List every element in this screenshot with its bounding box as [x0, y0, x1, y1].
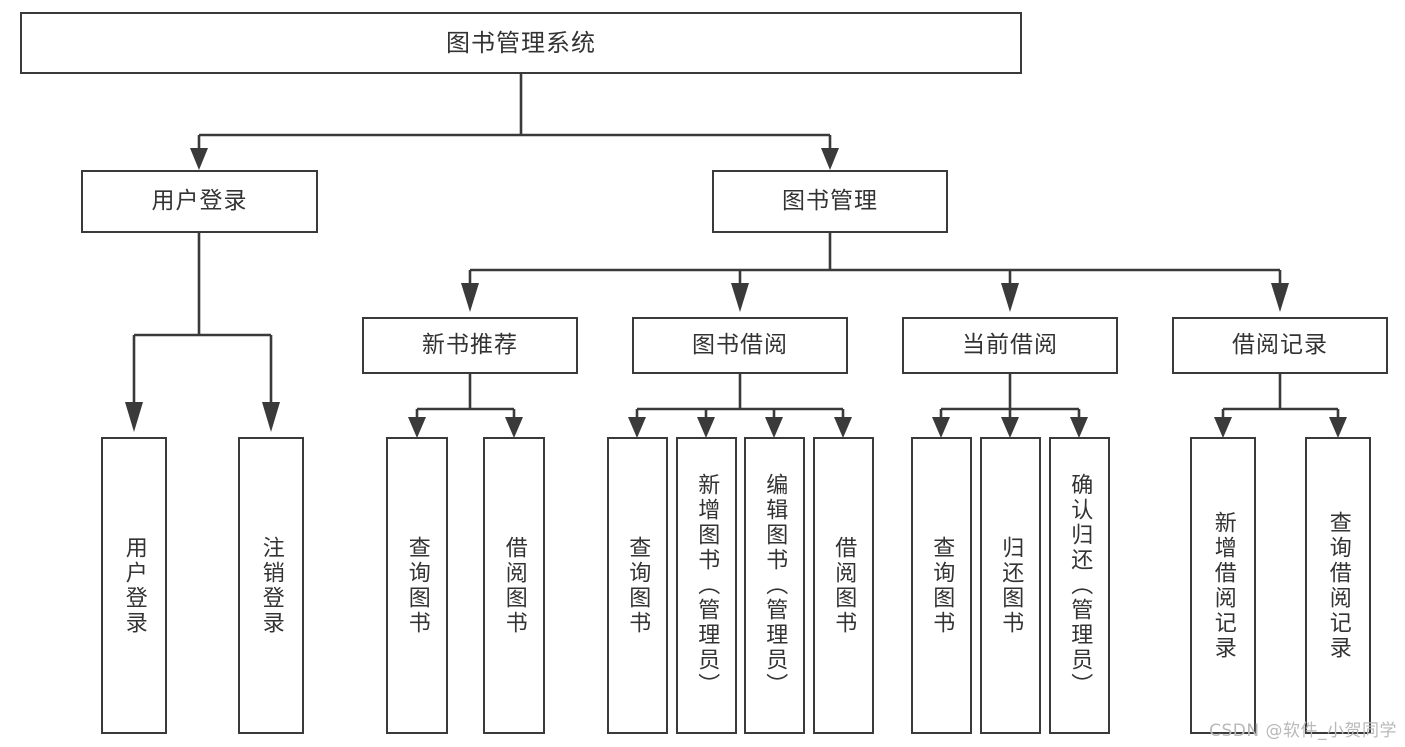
leaf-bb-borrow-book[interactable]: 借阅图书 [813, 437, 874, 734]
node-label: 查询图书 [929, 535, 955, 636]
node-label: 新书推荐 [422, 331, 518, 358]
node-label: 新增借阅记录 [1210, 510, 1236, 661]
leaf-br-add-record[interactable]: 新增借阅记录 [1190, 437, 1256, 734]
leaf-cb-query-book[interactable]: 查询图书 [911, 437, 972, 734]
node-user-login[interactable]: 用户登录 [81, 170, 318, 233]
node-label: 图书借阅 [692, 331, 788, 358]
node-book-borrow[interactable]: 图书借阅 [632, 317, 848, 374]
arrowhead-n1 [408, 417, 426, 438]
leaf-cb-confirm-return-admin[interactable]: 确认归还（管理员） [1049, 437, 1110, 734]
leaf-br-query-record[interactable]: 查询借阅记录 [1305, 437, 1371, 734]
node-label: 确认归还（管理员） [1067, 473, 1093, 698]
node-borrow-record[interactable]: 借阅记录 [1172, 317, 1388, 374]
arrowhead-u2 [262, 402, 280, 432]
arrowhead-r1 [1214, 417, 1232, 438]
node-label: 归还图书 [998, 535, 1024, 636]
node-label: 借阅图书 [831, 535, 857, 636]
arrowhead-r2 [1329, 417, 1347, 438]
leaf-user-login[interactable]: 用户登录 [101, 437, 167, 734]
node-new-book-recommend[interactable]: 新书推荐 [362, 317, 578, 374]
arrowhead-l2b [731, 283, 749, 312]
node-label: 编辑图书（管理员） [762, 473, 788, 698]
leaf-logout[interactable]: 注销登录 [238, 437, 304, 734]
arrowhead-b4 [834, 417, 852, 438]
arrowhead-user-login [190, 148, 208, 170]
node-label: 用户登录 [151, 187, 248, 214]
node-label: 注销登录 [258, 535, 284, 636]
leaf-bb-query-book[interactable]: 查询图书 [607, 437, 668, 734]
leaf-cb-return-book[interactable]: 归还图书 [980, 437, 1041, 734]
arrowhead-l2a [461, 283, 479, 312]
node-label: 借阅记录 [1232, 331, 1328, 358]
node-label: 借阅图书 [501, 535, 527, 636]
arrowhead-c1 [932, 417, 950, 438]
node-label: 新增图书（管理员） [694, 473, 720, 698]
leaf-nbr-borrow-book[interactable]: 借阅图书 [483, 437, 545, 734]
leaf-nbr-query-book[interactable]: 查询图书 [386, 437, 448, 734]
node-label: 用户登录 [121, 535, 147, 636]
arrowhead-b2 [697, 417, 715, 438]
csdn-watermark: CSDN @软件_小贺同学 [1209, 721, 1397, 741]
node-book-management[interactable]: 图书管理 [712, 170, 948, 233]
arrowhead-u1 [125, 402, 143, 432]
node-label: 查询借阅记录 [1325, 510, 1351, 661]
node-root-book-management-system[interactable]: 图书管理系统 [20, 12, 1022, 74]
arrowhead-c2 [1001, 417, 1019, 438]
node-label: 图书管理 [782, 187, 878, 214]
arrowhead-b3 [765, 417, 783, 438]
arrowhead-book-manage [821, 148, 839, 170]
node-label: 查询图书 [625, 535, 651, 636]
node-label: 图书管理系统 [446, 28, 596, 57]
node-current-borrow[interactable]: 当前借阅 [902, 317, 1118, 374]
arrowhead-l2d [1271, 283, 1289, 312]
arrowhead-l2c [1001, 283, 1019, 312]
node-label: 当前借阅 [962, 331, 1058, 358]
arrowhead-b1 [628, 417, 646, 438]
arrowhead-n2 [505, 417, 523, 438]
leaf-bb-edit-book-admin[interactable]: 编辑图书（管理员） [744, 437, 805, 734]
arrowhead-c3 [1070, 417, 1088, 438]
leaf-bb-add-book-admin[interactable]: 新增图书（管理员） [676, 437, 737, 734]
node-label: 查询图书 [404, 535, 430, 636]
